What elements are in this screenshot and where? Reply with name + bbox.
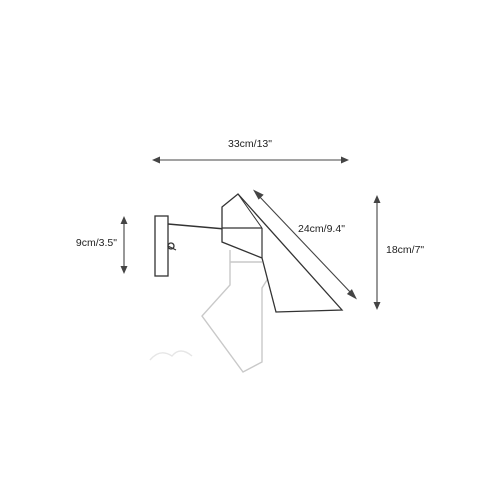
- lamp-ghost-outline: [149, 250, 273, 373]
- base-height-label: 9cm/3.5": [76, 237, 117, 249]
- wall-plate: [154, 215, 169, 277]
- base-height-dimension-line: [120, 216, 128, 274]
- total-height-label: 18cm/7": [386, 244, 424, 256]
- width-dimension-line: [152, 156, 349, 164]
- total-height-dimension-line: [373, 195, 381, 310]
- shade-length-label: 24cm/9.4": [298, 223, 345, 235]
- width-label: 33cm/13": [228, 138, 272, 150]
- shade-length-dimension-line: [253, 189, 357, 300]
- lamp-arm: [167, 223, 226, 230]
- lamp-shade: [221, 193, 344, 313]
- switch-lever: [167, 245, 177, 251]
